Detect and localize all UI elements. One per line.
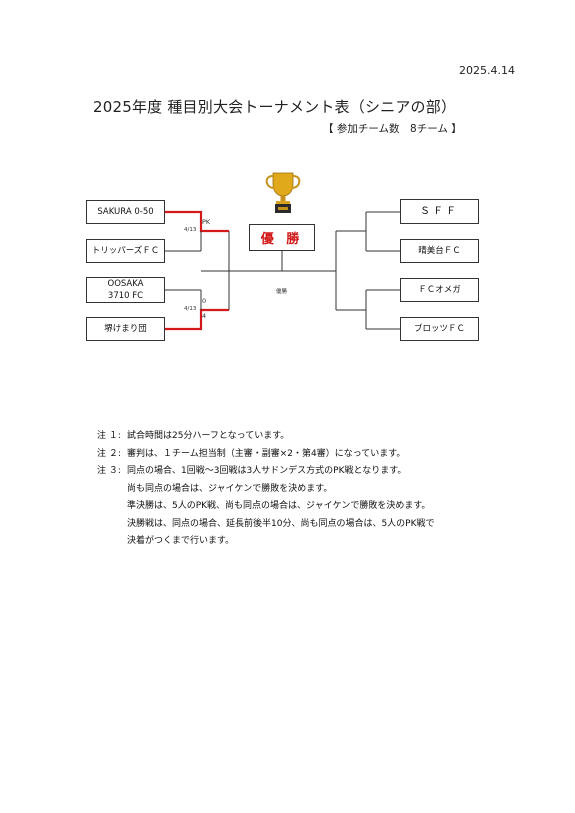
trophy-icon — [265, 172, 301, 213]
team-name: ＳＦＦ — [420, 205, 459, 217]
team-box-left-1: SAKURA 0-50 — [86, 200, 165, 224]
winner-path-match1 — [165, 210, 229, 233]
team-name: ＦＣオメガ — [418, 285, 461, 295]
final-label: 優勝 — [276, 289, 288, 295]
note-line: 尚も同点の場合は、ジャイケンで勝敗を決めます。 — [127, 483, 333, 494]
team-box-right-2: 晴美台ＦＣ — [400, 239, 479, 263]
team-name: 晴美台ＦＣ — [418, 246, 461, 256]
team-box-right-1: ＳＦＦ — [400, 199, 479, 224]
winner-path-match2 — [165, 308, 229, 331]
note-line: 注 ３:同点の場合、1回戦～3回戦は3人サドンデス方式のPK戦となります。 — [97, 466, 407, 476]
match1-date: 4/13 — [184, 227, 197, 233]
team-box-left-4: 堺けまり団 — [86, 317, 165, 341]
match2-score-bottom: 4 — [202, 312, 207, 320]
team-name-line2: 3710 FC — [107, 291, 144, 301]
team-name: SAKURA 0-50 — [97, 207, 154, 217]
match2-date: 4/13 — [184, 306, 197, 312]
note-line: 注 １:試合時間は25分ハーフとなっています。 — [97, 431, 290, 441]
team-box-left-3: OOSAKA 3710 FC — [86, 277, 165, 303]
page-title: 2025年度 種目別大会トーナメント表（シニアの部） — [93, 98, 457, 116]
champion-box: 優 勝 — [249, 224, 315, 251]
notes-section: 注 １:試合時間は25分ハーフとなっています。 注 ２:審判は、１チーム担当制（… — [97, 428, 435, 551]
team-count-subtitle: 【 参加チーム数 8チーム 】 — [323, 123, 462, 135]
note-line: 注 ２:審判は、１チーム担当制（主審・副審×2・第4審）になっています。 — [97, 448, 406, 459]
team-name: ブロッツＦＣ — [413, 324, 465, 334]
team-name: トリッパーズＦＣ — [91, 246, 160, 256]
team-box-right-4: ブロッツＦＣ — [400, 317, 479, 341]
match1-note: PK — [202, 218, 211, 226]
note-line: 準決勝は、5人のPK戦、尚も同点の場合は、ジャイケンで勝敗を決めます。 — [127, 501, 431, 511]
team-box-left-2: トリッパーズＦＣ — [86, 239, 165, 263]
team-box-right-3: ＦＣオメガ — [400, 278, 479, 302]
document-date: 2025.4.14 — [459, 64, 515, 77]
note-line: 決着がつくまで行います。 — [127, 536, 235, 546]
team-name: 堺けまり団 — [104, 324, 147, 334]
match2-score-top: 0 — [202, 297, 207, 305]
note-line: 決勝戦は、同点の場合、延長前後半10分、尚も同点の場合は、5人のPK戦で — [127, 518, 435, 529]
team-name: OOSAKA — [107, 279, 144, 289]
